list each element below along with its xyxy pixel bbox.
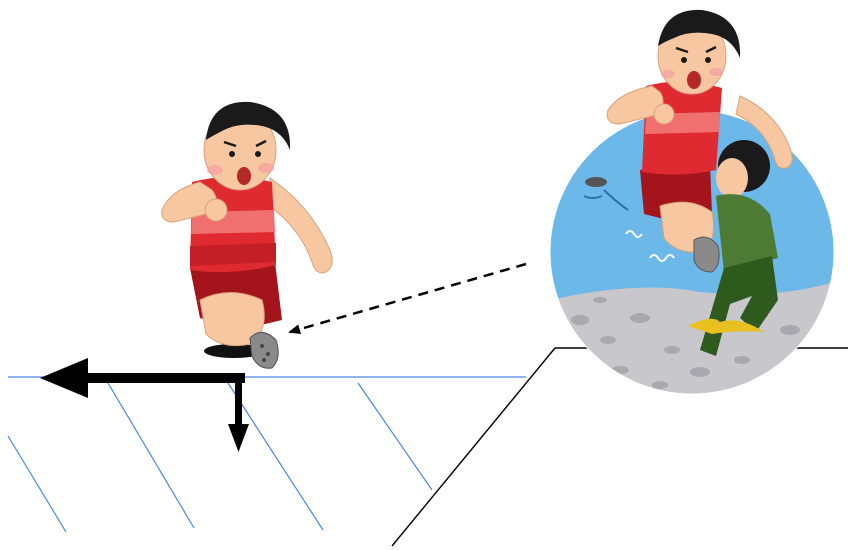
incline-line	[392, 348, 848, 546]
water-surface-lines	[8, 377, 526, 532]
pond-inset-illustration	[550, 10, 840, 400]
force-arrow-icon	[40, 358, 249, 452]
dashed-arrow-icon	[290, 264, 526, 332]
